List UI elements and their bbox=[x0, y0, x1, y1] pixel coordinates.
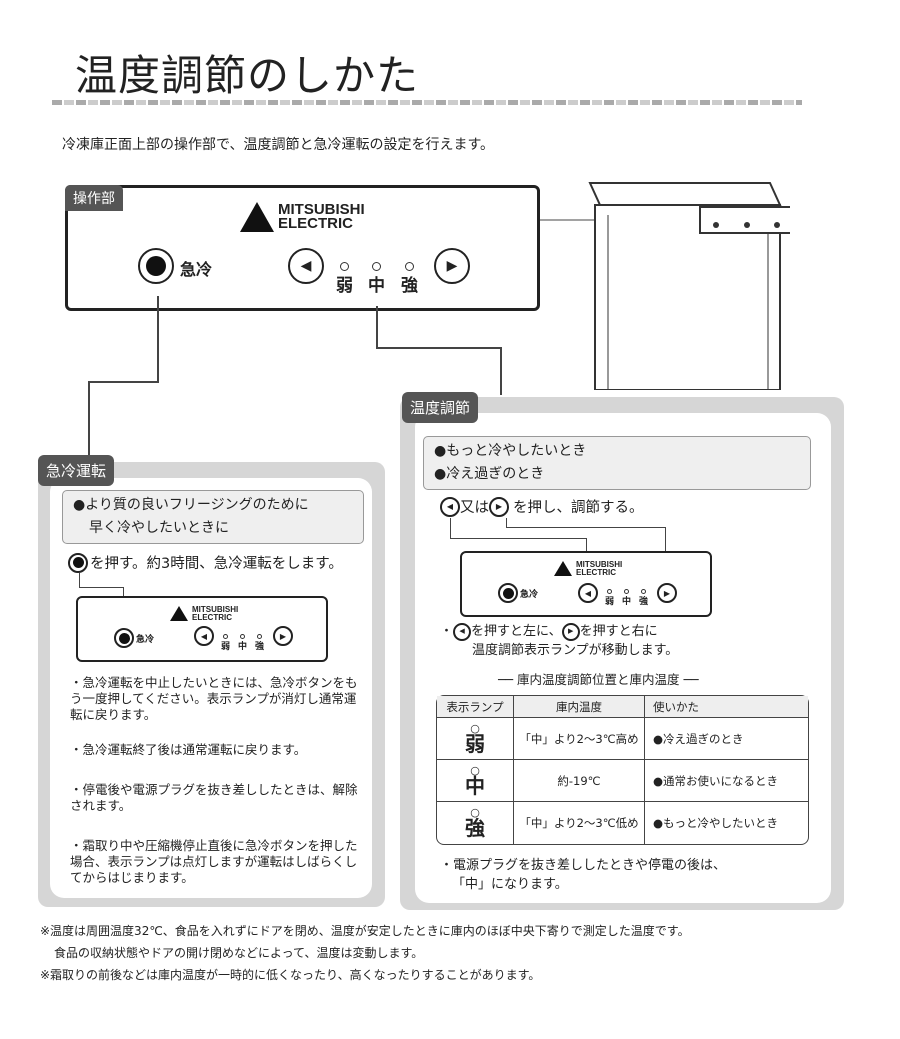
lamp-strong: 強 bbox=[401, 262, 418, 296]
quick-freeze-section bbox=[38, 462, 385, 907]
lamp-mid: 中 bbox=[368, 262, 385, 296]
freezer-illustration bbox=[540, 182, 790, 390]
quick-note-2: ・急冷運転終了後は通常運転に戻ります。 bbox=[70, 742, 307, 757]
table-row: ○弱「中」より2～3℃高め●冷え過ぎのとき bbox=[437, 718, 808, 760]
right-arrow-button[interactable]: ▶ bbox=[434, 248, 470, 284]
temperature-instruction: ◀又は▶を押し、調節する。 bbox=[440, 496, 644, 517]
table-row: ○中約-19℃●通常お使いになるとき bbox=[437, 760, 808, 802]
lamp-weak: 弱 bbox=[336, 262, 353, 296]
panel-tag: 操作部 bbox=[65, 185, 123, 211]
quick-freeze-callout: ●より質の良いフリージングのために早く冷やしたいときに bbox=[62, 490, 364, 544]
footnotes: ※温度は周囲温度32℃、食品を入れずにドアを閉め、温度が安定したときに庫内のほぼ… bbox=[40, 924, 690, 982]
quick-freeze-instruction: を押す。約3時間、急冷運転をします。 bbox=[68, 552, 343, 573]
reset-note: ・電源プラグを抜き差ししたときや停電の後は、「中」になります。 bbox=[440, 858, 727, 892]
quick-note-1: ・急冷運転を中止したいときには、急冷ボタンをもう一度押してください。表示ランプが… bbox=[70, 675, 358, 722]
quick-freeze-button[interactable] bbox=[138, 248, 174, 284]
temperature-table: 表示ランプ庫内温度使いかた ○弱「中」より2～3℃高め●冷え過ぎのとき ○中約-… bbox=[436, 695, 809, 845]
quick-button-icon bbox=[68, 552, 88, 573]
temperature-callout: ●もっと冷やしたいとき●冷え過ぎのとき bbox=[423, 436, 811, 490]
table-title: ── 庫内温度調節位置と庫内温度 ── bbox=[498, 672, 699, 687]
quick-note-3: ・停電後や電源プラグを抜き差ししたときは、解除されます。 bbox=[70, 782, 358, 813]
left-arrow-button[interactable]: ◀ bbox=[288, 248, 324, 284]
temperature-tag: 温度調節 bbox=[402, 392, 479, 423]
quick-freeze-tag: 急冷運転 bbox=[38, 455, 115, 486]
quick-freeze-label: 急冷 bbox=[180, 260, 213, 279]
table-row: ○強「中」より2～3℃低め●もっと冷やしたいとき bbox=[437, 802, 808, 844]
quick-note-4: ・霜取り中や圧縮機停止直後に急冷ボタンを押した場合、表示ランプは点灯しますが運転… bbox=[70, 838, 358, 885]
intro-text: 冷凍庫正面上部の操作部で、温度調節と急冷運転の設定を行えます。 bbox=[62, 137, 495, 153]
title-divider bbox=[52, 100, 802, 105]
page-title: 温度調節のしかた bbox=[75, 51, 420, 100]
arrow-movement-note: ・◀を押すと左に、▶を押すと右に 温度調節表示ランプが移動します。 bbox=[440, 622, 679, 658]
